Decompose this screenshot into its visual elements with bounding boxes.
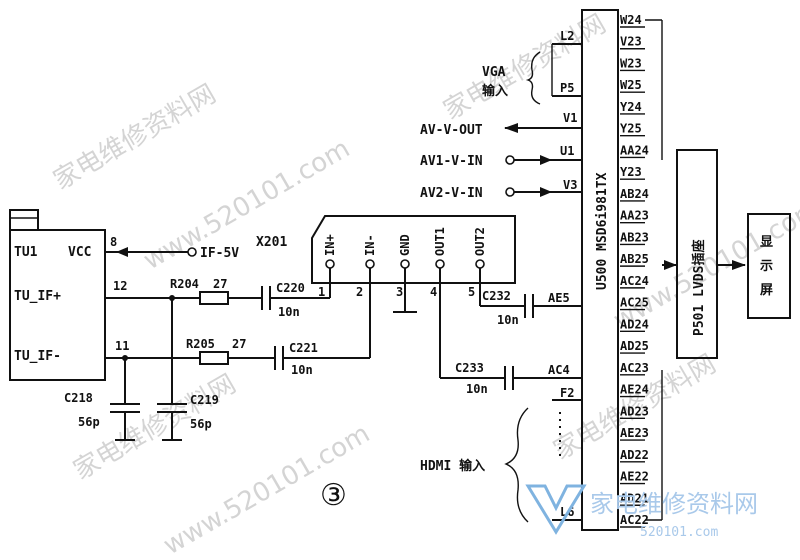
pin-11: 11 — [115, 339, 129, 353]
av1-in-label: AV1-V-IN — [420, 154, 483, 169]
tuner-if-minus-label: TU_IF- — [14, 349, 61, 364]
r205-label: R205 — [186, 337, 215, 351]
c220-label: C220 — [276, 281, 305, 295]
chip-name: U500 MSD6i981TX — [595, 172, 610, 290]
chip-pin-l2: L2 — [560, 29, 574, 43]
chip-pin-f2: F2 — [560, 386, 574, 400]
c221-label: C221 — [289, 341, 318, 355]
filter-pin-in-minus: IN- — [363, 234, 377, 256]
display-char-3: 屏 — [760, 283, 773, 298]
chip-right-pin-ac24: AC24 — [620, 274, 649, 288]
chip-right-pin-aa23: AA23 — [620, 209, 649, 223]
chip-right-pin-aa24: AA24 — [620, 143, 649, 157]
chip-pin-v3: V3 — [563, 178, 577, 192]
filter-name: X201 — [256, 235, 287, 250]
chip-pin-ae5: AE5 — [548, 291, 570, 305]
chip-right-pin-ab23: AB23 — [620, 230, 649, 244]
c218-value: 56p — [78, 415, 100, 429]
tuner-body — [9, 229, 106, 381]
chip-right-pin-ad24: AD24 — [620, 317, 649, 331]
c220-value: 10n — [278, 305, 300, 319]
lvds-connector — [676, 149, 718, 359]
tuner-name: TU1 — [14, 245, 38, 260]
filter-pin-gnd: GND — [398, 234, 412, 256]
chip-pin-v1: V1 — [563, 111, 577, 125]
c221-value: 10n — [291, 363, 313, 377]
chip-right-pin-ac23: AC23 — [620, 361, 649, 375]
chip-right-pin-y23: Y23 — [620, 165, 642, 179]
filter-pin-number-3: 3 — [396, 285, 403, 299]
hdmi-label: HDMI 输入 — [420, 458, 485, 474]
pin-12: 12 — [113, 279, 127, 293]
chip-right-pin-y24: Y24 — [620, 100, 642, 114]
chip-right-pin-ae23: AE23 — [620, 426, 649, 440]
filter-pin-number-5: 5 — [468, 285, 475, 299]
av2-in-label: AV2-V-IN — [420, 186, 483, 201]
vga-sub-label: 输入 — [482, 83, 508, 99]
chip-right-pin-ab25: AB25 — [620, 252, 649, 266]
chip-right-pin-ac25: AC25 — [620, 296, 649, 310]
chip-right-pin-ad21: AD21 — [620, 491, 649, 505]
display-panel — [747, 213, 791, 319]
filter-x201: X201 IN+ IN- GND OUT1 OUT2 — [256, 215, 516, 284]
tuner-tu1: TU1 VCC TU_IF+ TU_IF- — [9, 209, 106, 381]
chip-right-pin-ae24: AE24 — [620, 383, 649, 397]
supply-label: IF-5V — [200, 246, 239, 261]
chip-right-pin-ad23: AD23 — [620, 404, 649, 418]
c219-value: 56p — [190, 417, 212, 431]
chip-right-pin-w23: W23 — [620, 56, 642, 70]
chip-right-pin-ad25: AD25 — [620, 339, 649, 353]
chip-right-pins: W24V23W23W25Y24Y25AA24Y23AB24AA23AB23AB2… — [620, 13, 649, 528]
filter-pin-out2: OUT2 — [473, 227, 487, 256]
c233-label: C233 — [455, 361, 484, 375]
r205-value: 27 — [232, 337, 246, 351]
c233-value: 10n — [466, 382, 488, 396]
pin-8: 8 — [110, 235, 117, 249]
figure-number: ③ — [320, 478, 347, 513]
tuner-vcc-label: VCC — [68, 245, 91, 260]
chip-right-pin-ac22: AC22 — [620, 513, 649, 527]
watermark-text: 家电维修资料网 — [439, 9, 612, 126]
av-out-label: AV-V-OUT — [420, 123, 483, 138]
chip-pin-u1: U1 — [560, 144, 574, 158]
logo-text: 家电维修资料网 — [590, 490, 758, 518]
filter-pin-number-1: 1 — [318, 285, 325, 299]
c218-label: C218 — [64, 391, 93, 405]
chip-right-pin-ab24: AB24 — [620, 187, 649, 201]
display-char-1: 显 — [760, 235, 773, 250]
chip-right-pin-ad22: AD22 — [620, 448, 649, 462]
watermark-text: 家电维修资料网 — [49, 79, 222, 196]
filter-pin-out1: OUT1 — [433, 227, 447, 256]
supply-terminal — [187, 247, 197, 257]
filter-pin-number-2: 2 — [356, 285, 363, 299]
filter-pin-number-4: 4 — [430, 285, 437, 299]
resistor-r205 — [199, 351, 229, 365]
r204-value: 27 — [213, 277, 227, 291]
site-logo: 家电维修资料网 520101.com — [525, 484, 758, 540]
lvds-label: P501 LVDS插座 — [691, 240, 707, 336]
display-char-2: 示 — [760, 259, 773, 274]
chip-right-pin-y25: Y25 — [620, 122, 642, 136]
r204-label: R204 — [170, 277, 199, 291]
chip-pin-ac4: AC4 — [548, 363, 570, 377]
c232-value: 10n — [497, 313, 519, 327]
chip-u500 — [581, 9, 619, 531]
c232-label: C232 — [482, 289, 511, 303]
chip-right-pin-ae22: AE22 — [620, 470, 649, 484]
c219-label: C219 — [190, 393, 219, 407]
chip-pin-p5: P5 — [560, 81, 574, 95]
resistor-r204 — [199, 291, 229, 305]
tuner-if-plus-label: TU_IF+ — [14, 289, 61, 304]
tuner-tab — [9, 209, 39, 231]
chip-right-pin-w25: W25 — [620, 78, 642, 92]
filter-pin-in-plus: IN+ — [323, 234, 337, 256]
logo-url: 520101.com — [640, 525, 718, 540]
vga-label: VGA — [482, 65, 506, 80]
chip-right-pin-v23: V23 — [620, 35, 642, 49]
chip-right-pin-w24: W24 — [620, 13, 642, 27]
